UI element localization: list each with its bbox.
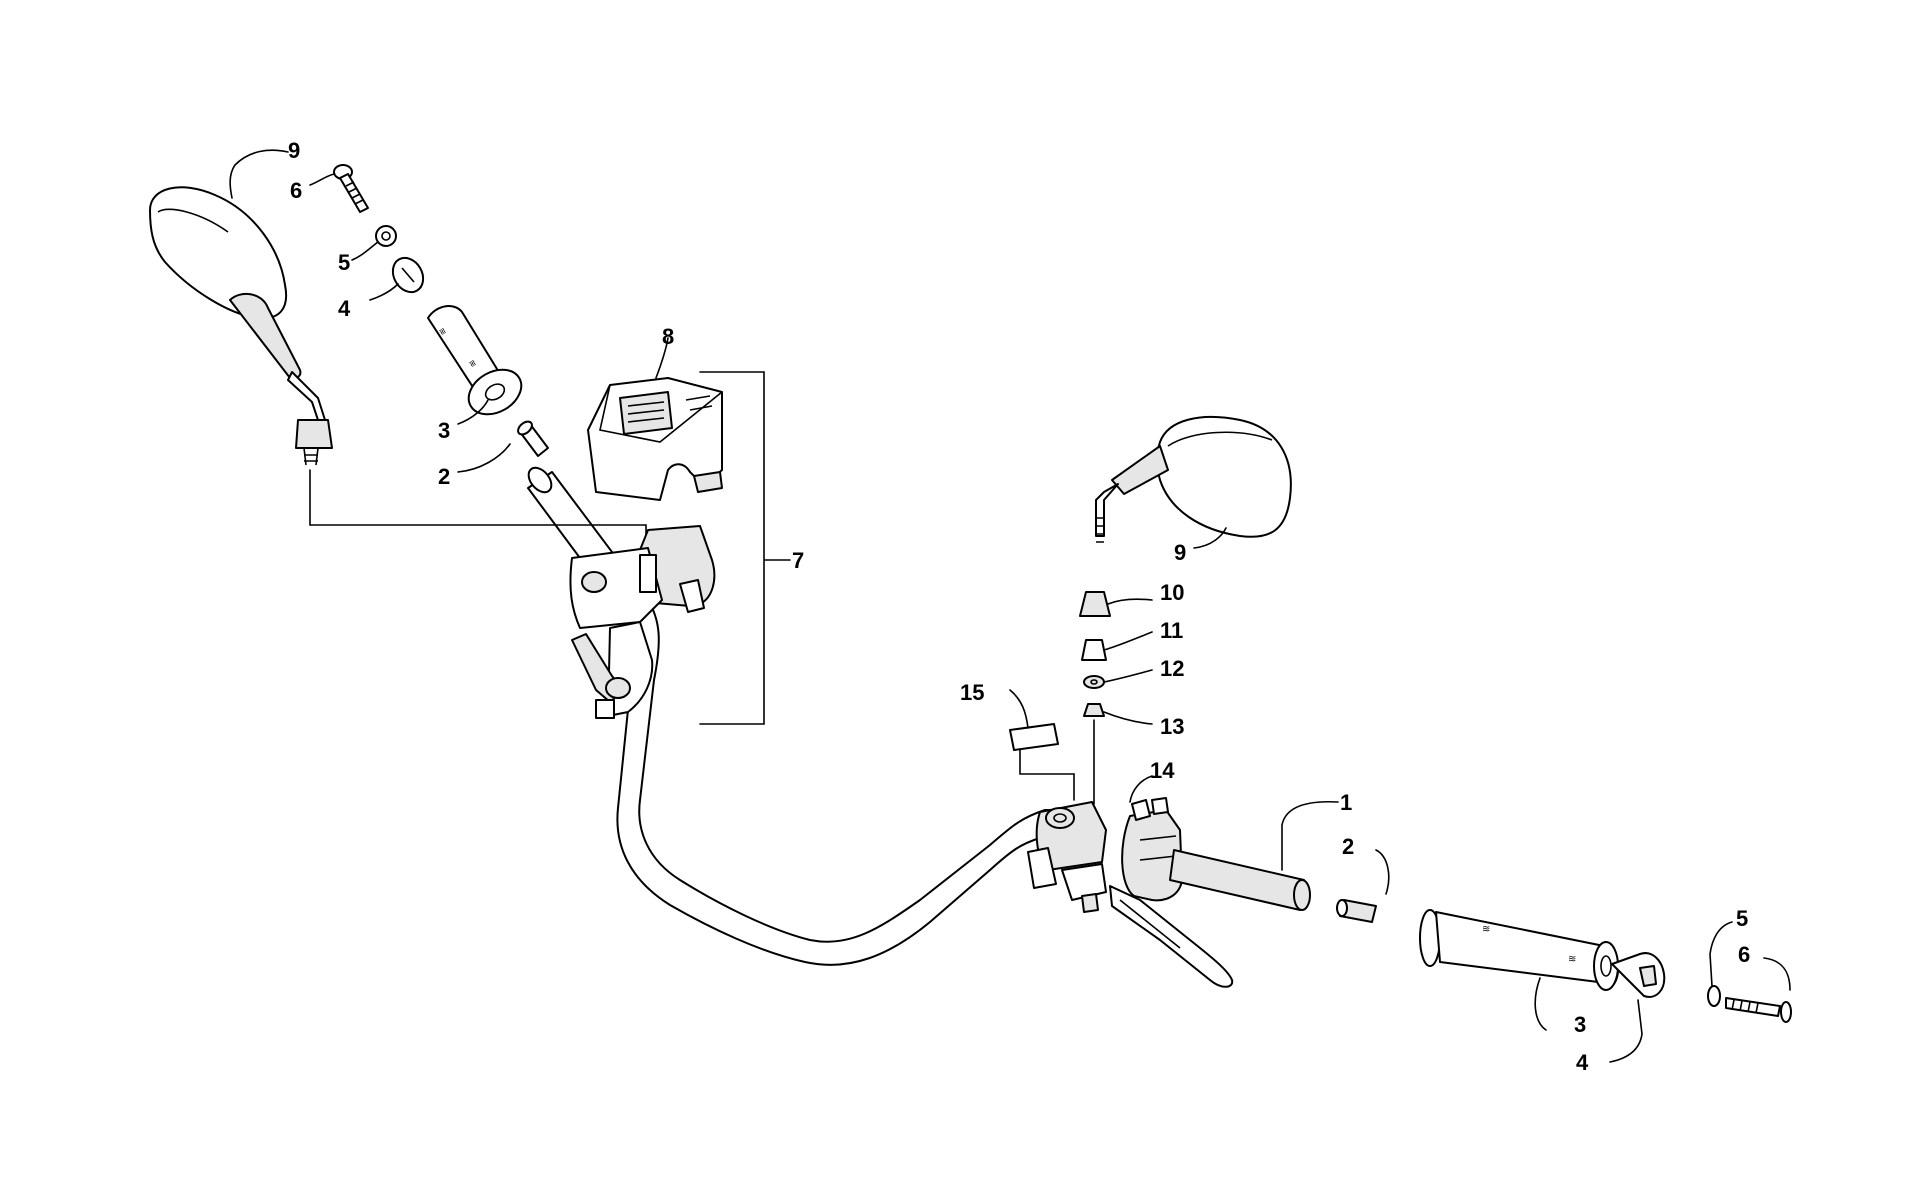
callout-9-right: 9 [1174,540,1186,565]
callout-2-right: 2 [1342,834,1354,859]
right-screw [1725,997,1792,1023]
callout-3-left: 3 [438,418,450,443]
callout-8: 8 [662,324,674,349]
callout-12: 12 [1160,656,1184,681]
left-control-body [569,525,716,719]
right-washer [1707,985,1721,1007]
callout-6-right: 6 [1738,942,1750,967]
left-bar-end [391,256,425,294]
cable-tie-line [1019,749,1075,801]
leader-lines [229,149,1791,1063]
right-grip: ≋ ≋ [1419,909,1620,991]
cable-tie [1009,723,1059,751]
callout-13: 13 [1160,714,1184,739]
callout-10: 10 [1160,580,1184,605]
right-switch-housing [1121,797,1183,902]
callout-5-left: 5 [338,250,350,275]
right-mirror [1095,416,1292,543]
right-bar-end [1611,952,1666,998]
callout-11: 11 [1160,618,1183,643]
callout-4-left: 4 [338,296,351,321]
left-mirror [149,186,333,466]
svg-text:≋: ≋ [466,357,479,369]
mirror-mount-stack [1079,591,1111,717]
switch-housing-cover [587,377,723,501]
callout-6-left: 6 [290,178,302,203]
callout-2-left: 2 [438,464,450,489]
svg-text:≋: ≋ [1482,924,1490,935]
callout-1: 1 [1340,790,1352,815]
callout-15: 15 [960,680,984,705]
callout-5-right: 5 [1736,906,1748,931]
left-grip: ≋ ≋ [427,305,523,416]
callout-labels: 9 6 5 4 3 2 8 7 9 10 11 12 13 15 14 1 2 … [288,138,1750,1075]
left-grip-insert [517,420,549,457]
right-grip-insert [1336,899,1377,923]
right-throttle-tube [1169,849,1311,911]
callout-7: 7 [792,548,804,573]
callout-3-right: 3 [1574,1012,1586,1037]
callout-14: 14 [1150,758,1175,783]
left-screw [333,164,369,213]
svg-text:≋: ≋ [1568,954,1576,965]
bracket-7 [699,371,791,725]
left-washer [375,225,397,247]
callout-4-right: 4 [1576,1050,1589,1075]
svg-text:≋: ≋ [436,325,449,337]
right-master-cylinder [1027,801,1234,988]
callout-9-left: 9 [288,138,300,163]
